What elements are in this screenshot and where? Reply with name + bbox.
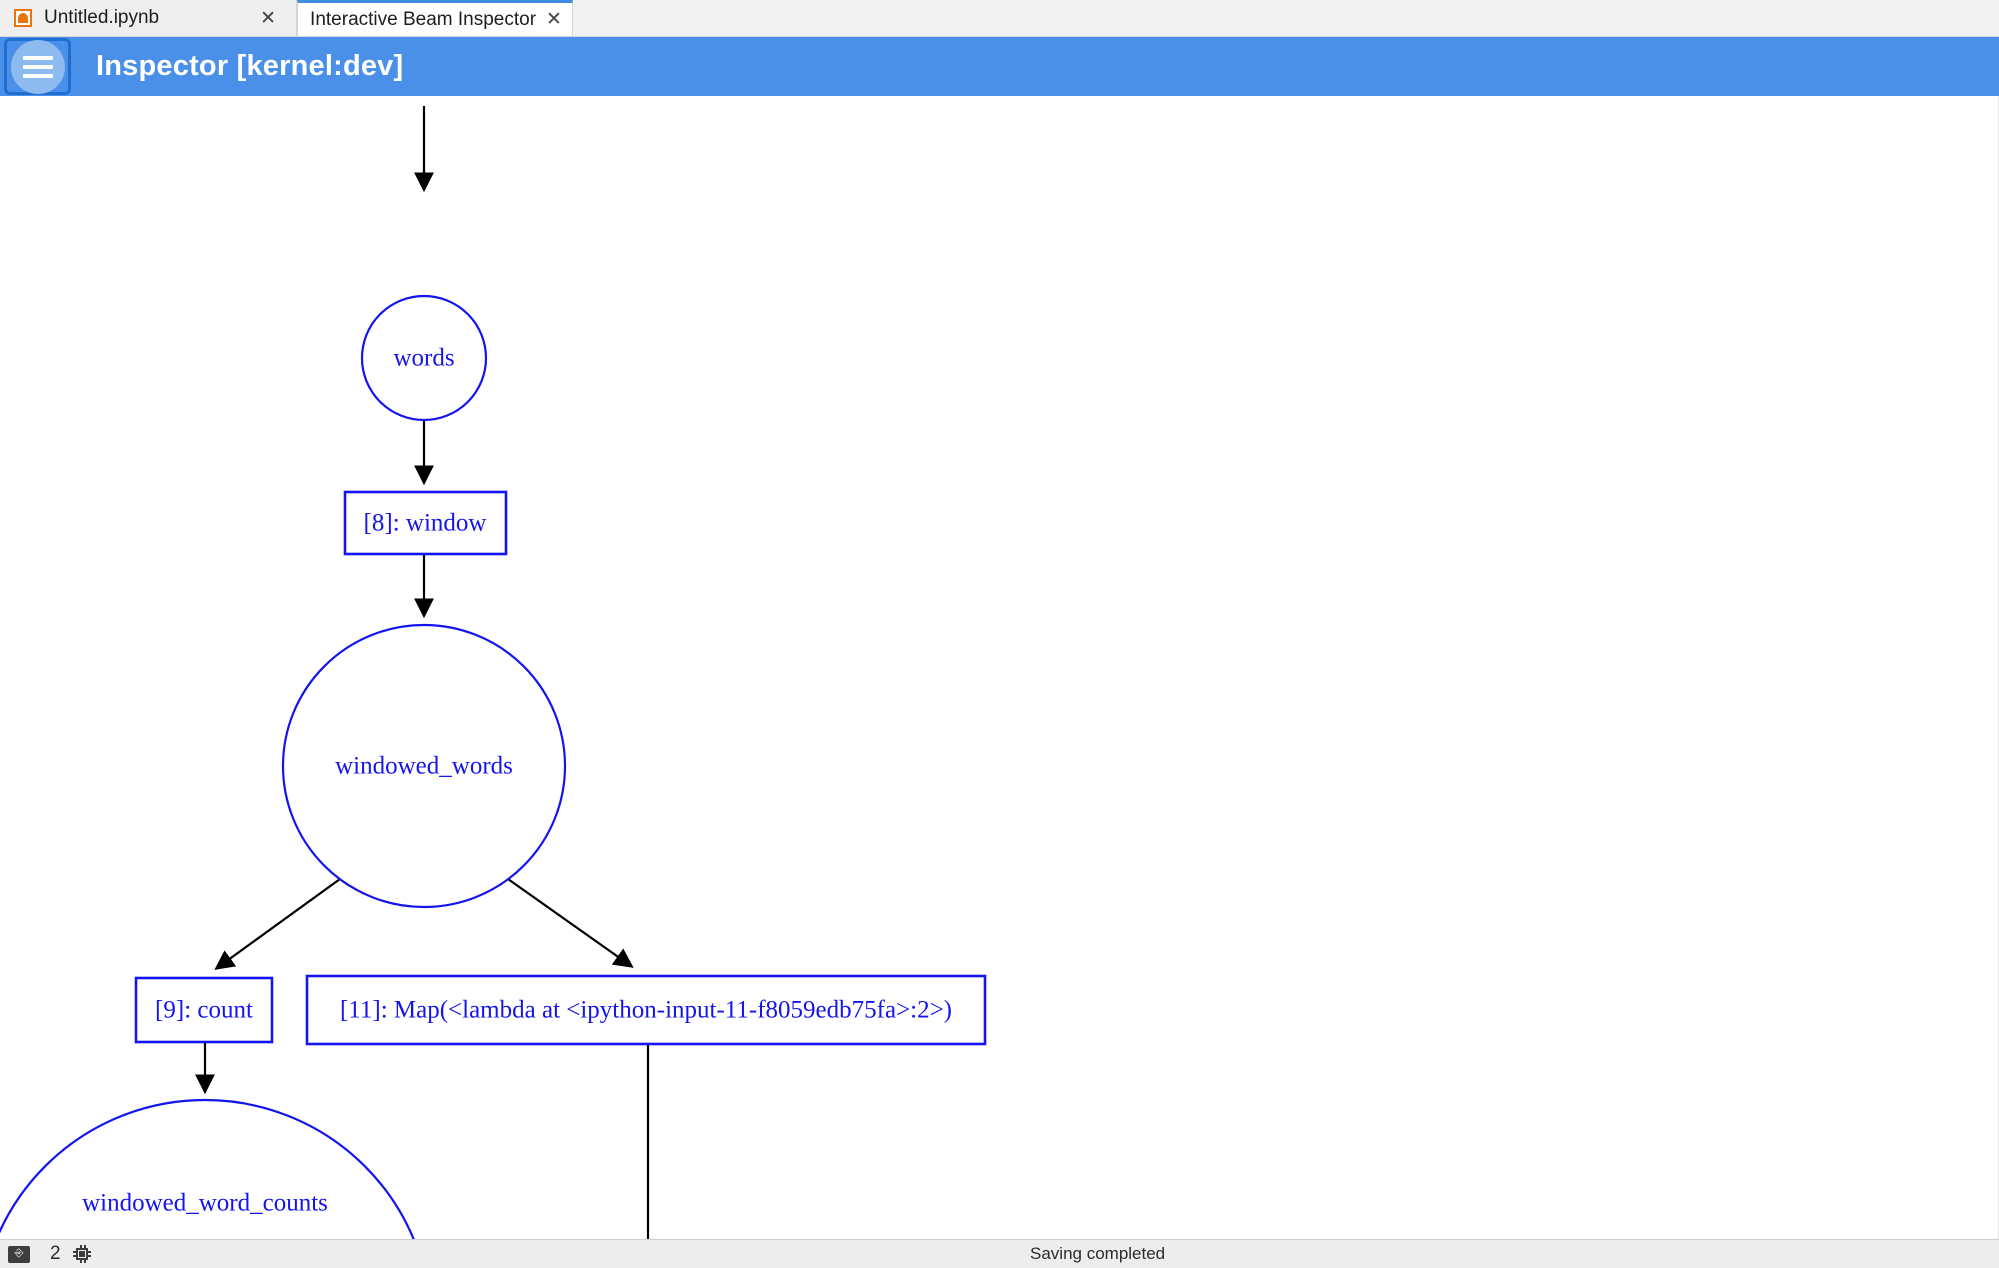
graph-node-window[interactable] [343, 490, 508, 556]
page-title: Inspector [kernel:dev] [96, 50, 404, 82]
graph-node-label: windowed_word_counts [82, 1190, 328, 1217]
beam-pipeline-graph-canvas[interactable]: words [8]: window windowed_words [9]: co… [0, 96, 1999, 1239]
tab-bar: Untitled.ipynb ✕ Interactive Beam Inspec… [0, 0, 1999, 37]
kernel-count: 2 [50, 1243, 61, 1264]
kernel-status-item[interactable]: 2 [38, 1243, 91, 1265]
notebook-icon [14, 9, 32, 27]
hamburger-menu-button[interactable] [4, 38, 71, 95]
graph-node-label: [11]: Map(<lambda at <ipython-input-11-f… [340, 997, 952, 1024]
terminal-icon: ⎆ [8, 1245, 30, 1263]
terminal-status-item[interactable]: ⎆ [8, 1245, 30, 1263]
app-header: Inspector [kernel:dev] [0, 37, 1999, 96]
tab-interactive-beam-inspector[interactable]: Interactive Beam Inspector ✕ [297, 0, 573, 36]
graph-node-label: [9]: count [155, 997, 253, 1024]
graph-node-map-lambda[interactable] [305, 974, 987, 1046]
edge-windowed-words-to-map [507, 878, 634, 968]
kernel-chip-icon [72, 1245, 91, 1263]
tab-untitled-notebook[interactable]: Untitled.ipynb ✕ [0, 0, 297, 36]
tab-label: Untitled.ipynb [44, 7, 160, 28]
graph-node-label: words [393, 345, 454, 372]
hamburger-icon [22, 51, 53, 83]
close-icon[interactable]: ✕ [546, 9, 562, 30]
graph-node-windowed-word-counts[interactable] [0, 1098, 431, 1239]
graph-nodes: words [8]: window windowed_words [9]: co… [0, 294, 987, 1239]
graph-node-label: [8]: window [364, 510, 487, 537]
graph-node-label: windowed_words [335, 753, 513, 780]
edge-windowed-words-to-count [214, 878, 341, 970]
close-icon[interactable]: ✕ [260, 7, 276, 29]
status-message: Saving completed [1030, 1244, 1166, 1263]
graph-edges [195, 106, 650, 1239]
graph-node-windowed-words[interactable] [281, 623, 567, 909]
graph-node-words[interactable] [360, 294, 488, 422]
graph-node-count[interactable] [134, 976, 274, 1044]
status-bar: ⎆ 2 Saving completed [0, 1239, 1999, 1268]
tab-label: Interactive Beam Inspector [310, 8, 537, 30]
